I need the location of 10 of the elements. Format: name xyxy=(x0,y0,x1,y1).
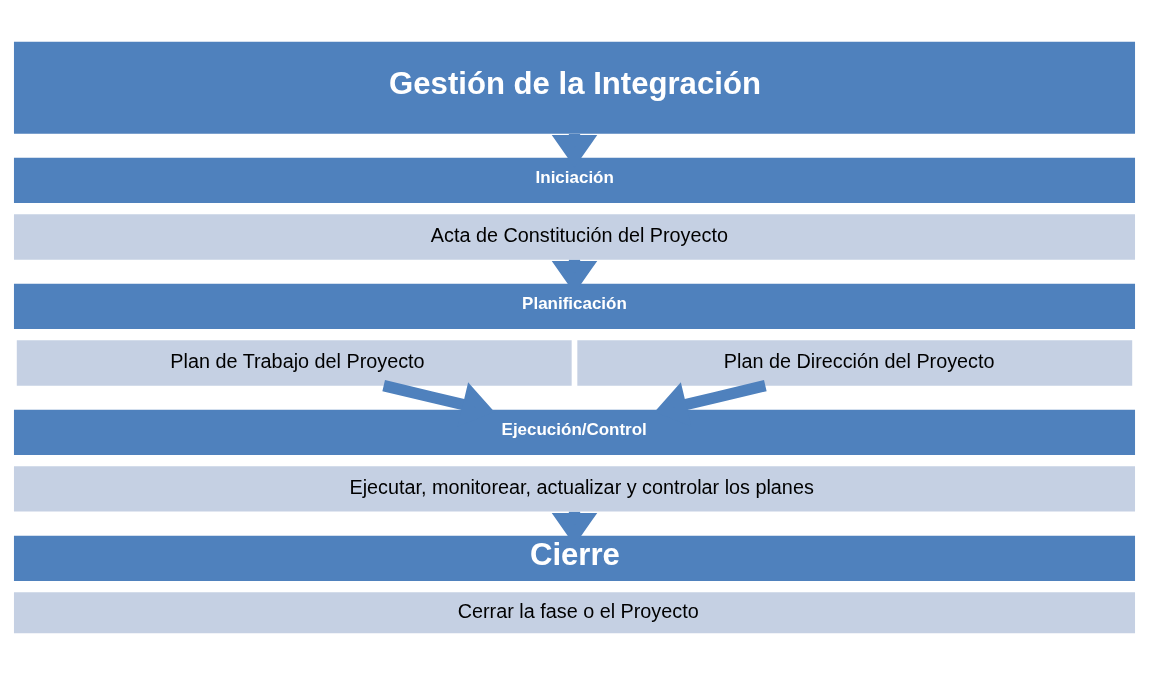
node-box: Gestión de la Integración xyxy=(13,41,1136,134)
node-box: Ejecutar, monitorear, actualizar y controlar los planes xyxy=(13,465,1136,512)
node-box: Cierre xyxy=(13,535,1136,581)
node-box: Ejecución/Control xyxy=(13,409,1136,455)
node-box: Iniciación xyxy=(13,157,1136,203)
node-box: Planificación xyxy=(13,283,1136,329)
node-box: Acta de Constitución del Proyecto xyxy=(13,213,1136,260)
node-box: Plan de Dirección del Proyecto xyxy=(577,339,1133,386)
node-box: Plan de Trabajo del Proyecto xyxy=(16,339,572,386)
node-box: Cerrar la fase o el Proyecto xyxy=(13,591,1136,633)
